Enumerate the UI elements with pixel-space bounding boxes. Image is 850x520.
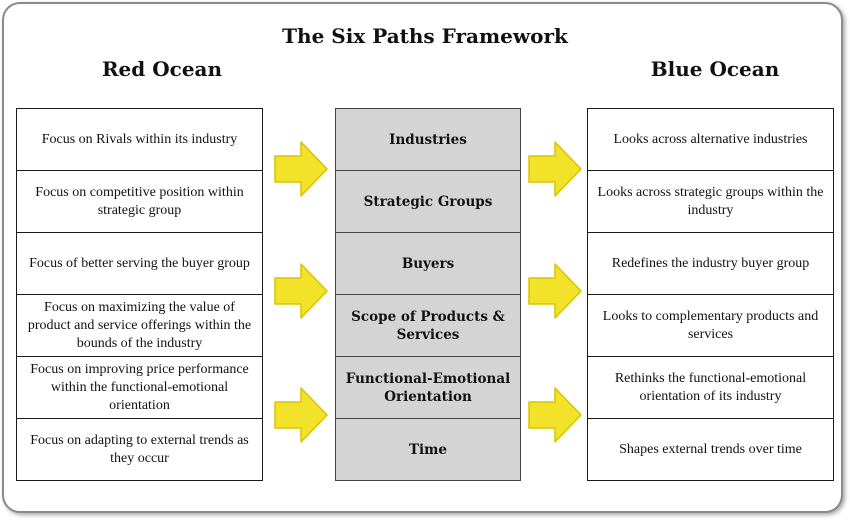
path-item-buyers: Buyers: [335, 232, 521, 294]
blue-ocean-item: Shapes external trends over time: [587, 418, 834, 481]
path-item-scope: Scope of Products & Services: [335, 294, 521, 356]
red-ocean-item: Focus on maximizing the value of product…: [16, 294, 263, 356]
path-item-strategic-groups: Strategic Groups: [335, 170, 521, 232]
red-ocean-item: Focus of better serving the buyer group: [16, 232, 263, 294]
blue-ocean-heading: Blue Ocean: [650, 57, 780, 81]
arrow-right-icon: [528, 141, 582, 197]
arrow-right-icon: [274, 141, 328, 197]
red-ocean-item: Focus on adapting to external trends as …: [16, 418, 263, 481]
blue-ocean-item: Rethinks the functional-emotional orient…: [587, 356, 834, 418]
path-item-functional-emotional: Functional-Emotional Orientation: [335, 356, 521, 418]
diagram-title: The Six Paths Framework: [282, 24, 568, 48]
blue-ocean-item: Redefines the industry buyer group: [587, 232, 834, 294]
red-ocean-heading: Red Ocean: [101, 57, 223, 81]
path-item-time: Time: [335, 418, 521, 481]
blue-ocean-column: Looks across alternative industries Look…: [587, 108, 834, 481]
arrow-right-icon: [274, 387, 328, 443]
blue-ocean-item: Looks across strategic groups within the…: [587, 170, 834, 232]
red-ocean-item: Focus on Rivals within its industry: [16, 108, 263, 170]
red-ocean-item: Focus on improving price performance wit…: [16, 356, 263, 418]
red-ocean-column: Focus on Rivals within its industry Focu…: [16, 108, 263, 481]
six-paths-column: Industries Strategic Groups Buyers Scope…: [335, 108, 521, 481]
arrow-right-icon: [528, 387, 582, 443]
blue-ocean-item: Looks to complementary products and serv…: [587, 294, 834, 356]
arrow-right-icon: [274, 263, 328, 319]
red-ocean-item: Focus on competitive position within str…: [16, 170, 263, 232]
path-item-industries: Industries: [335, 108, 521, 170]
blue-ocean-item: Looks across alternative industries: [587, 108, 834, 170]
arrow-right-icon: [528, 263, 582, 319]
